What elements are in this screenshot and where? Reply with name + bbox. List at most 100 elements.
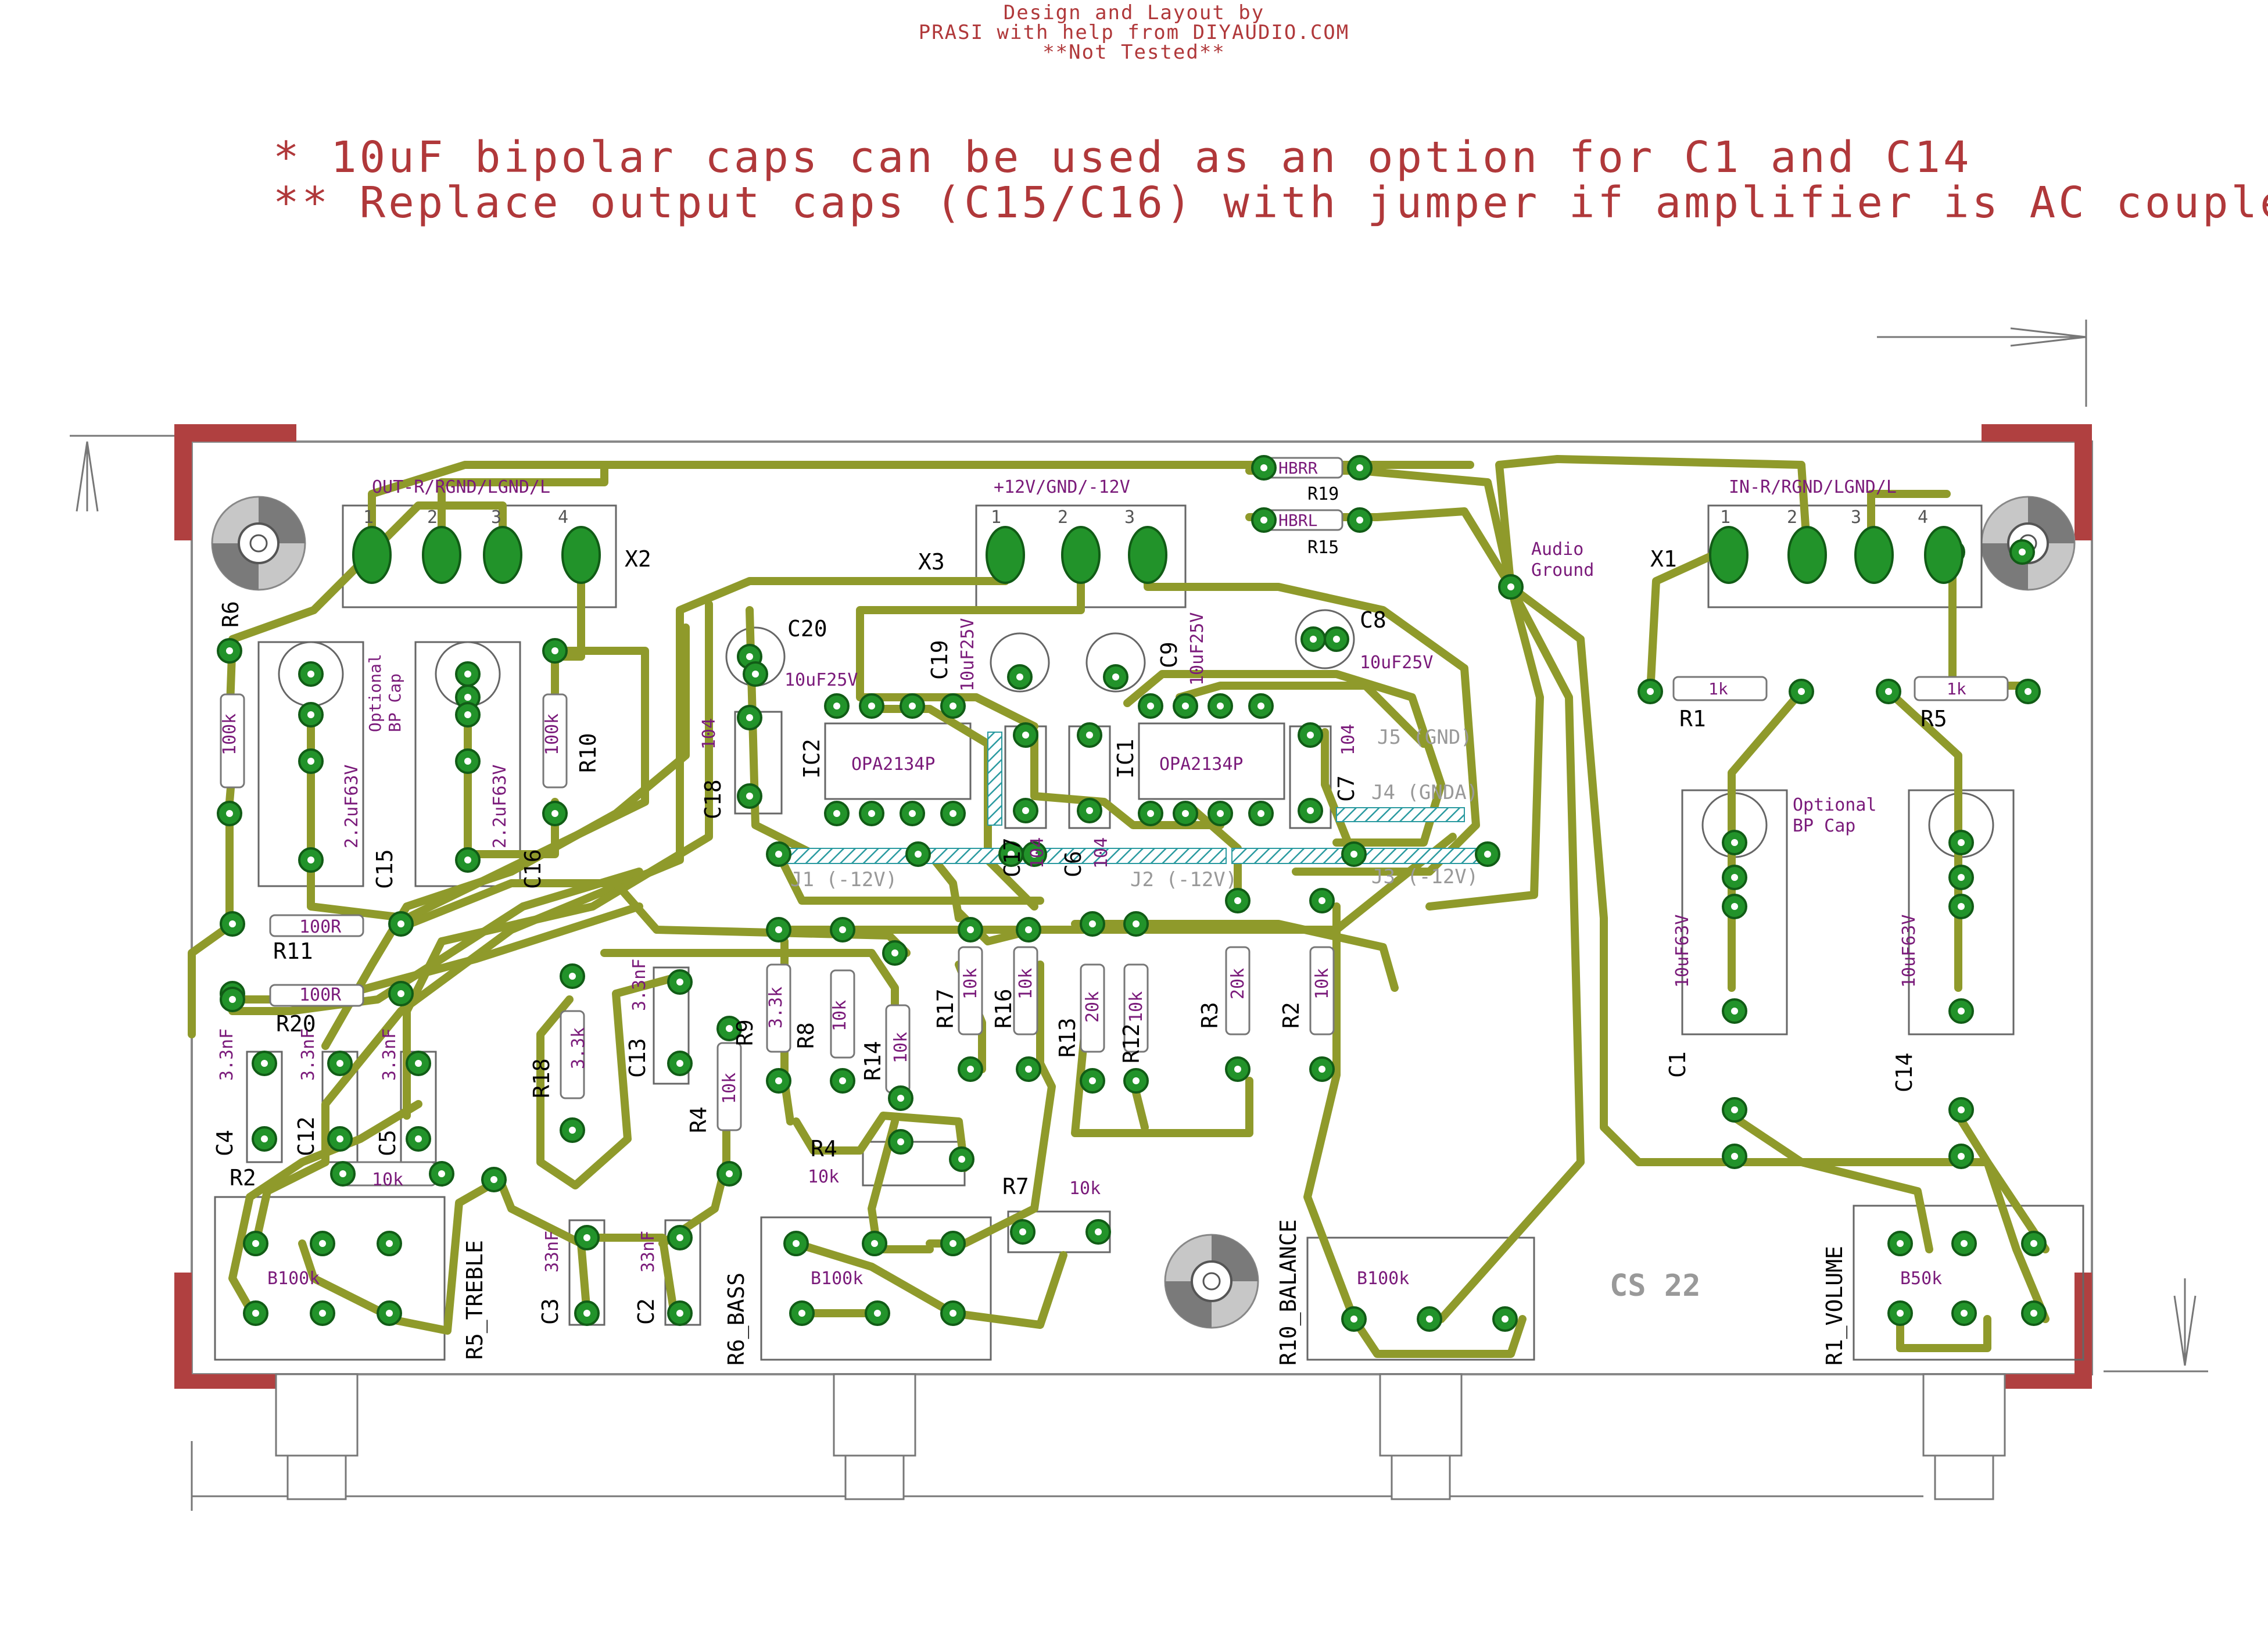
pad-hole [775, 1077, 782, 1084]
header-line-1: Design and Layout by [1003, 1, 1265, 24]
silkscreen-outlines [214, 504, 2084, 1361]
part-label-r12: R12 [1119, 1023, 1144, 1063]
label-r19: R19 [1307, 484, 1339, 504]
connector-pad [1787, 526, 1827, 584]
label-c20: C20 [787, 616, 827, 642]
connector-pad [1709, 526, 1749, 584]
connector-pad [483, 526, 522, 584]
pad-hole [967, 1066, 974, 1073]
pad-hole [1502, 1316, 1509, 1323]
label-c10: R4 [811, 1136, 837, 1162]
jumper-j1: J1 (-12V) [790, 868, 897, 891]
pad-hole [1008, 851, 1015, 858]
part-value-r9: 3.3k [766, 987, 786, 1028]
part-value-r6: 100k [220, 714, 240, 755]
value-r5: 1k [1947, 679, 1966, 698]
pad-hole [909, 810, 916, 817]
pad-hole [2025, 688, 2031, 695]
pad-hole [319, 1310, 326, 1317]
label-r5: R5 [1921, 706, 1947, 732]
connector-pad [422, 526, 461, 584]
part-value-r17: 10k [961, 968, 981, 999]
svg-text:2: 2 [1787, 507, 1797, 528]
pad-hole [1897, 1310, 1904, 1317]
pot-treble-name: R5_TREBLE [462, 1240, 488, 1360]
part-label-r13: R13 [1055, 1017, 1080, 1058]
pot-volume-name: R1_VOLUME [1822, 1246, 1848, 1366]
pad-hole [464, 856, 471, 863]
pad-hole [1089, 1077, 1096, 1084]
pad-hole [336, 1060, 343, 1067]
pad-hole [2019, 549, 2026, 556]
part-value-c1: 10uF63V [1672, 915, 1693, 988]
x2-label: X2 [625, 546, 651, 572]
pad-hole [746, 653, 753, 660]
pad-hole [261, 1060, 268, 1067]
pad-hole [752, 671, 759, 678]
pad-hole [1025, 1066, 1032, 1073]
part-value-c5: 3.3nF [379, 1028, 400, 1081]
pad-hole [1234, 897, 1241, 904]
part-label-r4: R4 [686, 1106, 711, 1133]
pad-hole [1731, 1106, 1738, 1113]
svg-text:1: 1 [363, 507, 374, 528]
part-label-r17: R17 [933, 988, 958, 1028]
pad-hole [726, 1025, 733, 1032]
part-label-r16: R16 [991, 988, 1016, 1028]
board-outline [191, 440, 2093, 1375]
pcb-labels: OUT-R/RGND/LGND/L +12V/GND/-12V IN-R/RGN… [230, 458, 1966, 1366]
part-value-r18: 3.3k [568, 1027, 589, 1069]
pad-hole [336, 1135, 343, 1142]
part-label-c3: C3 [538, 1298, 563, 1325]
header-line-2: PRASI with help from DIYAUDIO.COM [918, 21, 1350, 44]
pad-hole [1217, 703, 1224, 709]
pad-hole [676, 1234, 683, 1241]
pad-hole [676, 1060, 683, 1067]
pad-hole [438, 1170, 445, 1177]
pad-hole [569, 973, 576, 980]
pad-hole [1731, 874, 1738, 881]
jumper-j3: J3 (-12V) [1371, 865, 1478, 888]
pad-hole [551, 810, 558, 817]
note-bipolar-caps: * 10uF bipolar caps can be used as an op… [273, 132, 1972, 182]
value-ic2: OPA2134P [851, 754, 936, 775]
part-label-c1: C1 [1665, 1051, 1690, 1078]
pad-hole [1958, 1008, 1965, 1015]
pad-hole [490, 1176, 497, 1183]
pad-hole [2030, 1310, 2037, 1317]
part-value-r13: 20k [1083, 991, 1103, 1023]
jumper-j2: J2 (-12V) [1130, 868, 1237, 891]
x3-connector-title: +12V/GND/-12V [994, 477, 1130, 497]
pad-hole [1731, 839, 1738, 846]
svg-text:1: 1 [991, 507, 1001, 528]
pad-hole [1022, 807, 1029, 814]
part-label-r2: R2 [1278, 1002, 1304, 1028]
pot-balance-value: B100k [1357, 1268, 1409, 1289]
value-r11: 100R [299, 917, 342, 937]
part-label-c13: C13 [625, 1038, 650, 1078]
part-label-r6: R6 [218, 601, 243, 628]
svg-text:1: 1 [1720, 507, 1730, 528]
part-label-ic1: IC1 [1113, 739, 1138, 779]
pad-hole [464, 694, 471, 701]
resistor-bodies [220, 457, 2009, 1187]
pad-hole [1318, 1066, 1325, 1073]
pad-hole [1731, 1153, 1738, 1160]
pad-hole [1016, 673, 1023, 680]
pad-hole [775, 926, 782, 933]
pad-hole [1731, 903, 1738, 910]
pot-volume-value: B50k [1900, 1268, 1942, 1289]
pad-hole [339, 1170, 346, 1177]
pad-hole [1260, 464, 1267, 471]
pad-hole [1307, 807, 1314, 814]
pad-hole [1356, 464, 1363, 471]
pad-hole [868, 810, 875, 817]
pad-hole [726, 1170, 733, 1177]
pad-hole [1958, 1106, 1965, 1113]
part-value-r12: 10k [1126, 991, 1146, 1023]
pad-hole [798, 1310, 805, 1317]
pad-hole [252, 1240, 259, 1247]
pad-hole [1257, 703, 1264, 709]
